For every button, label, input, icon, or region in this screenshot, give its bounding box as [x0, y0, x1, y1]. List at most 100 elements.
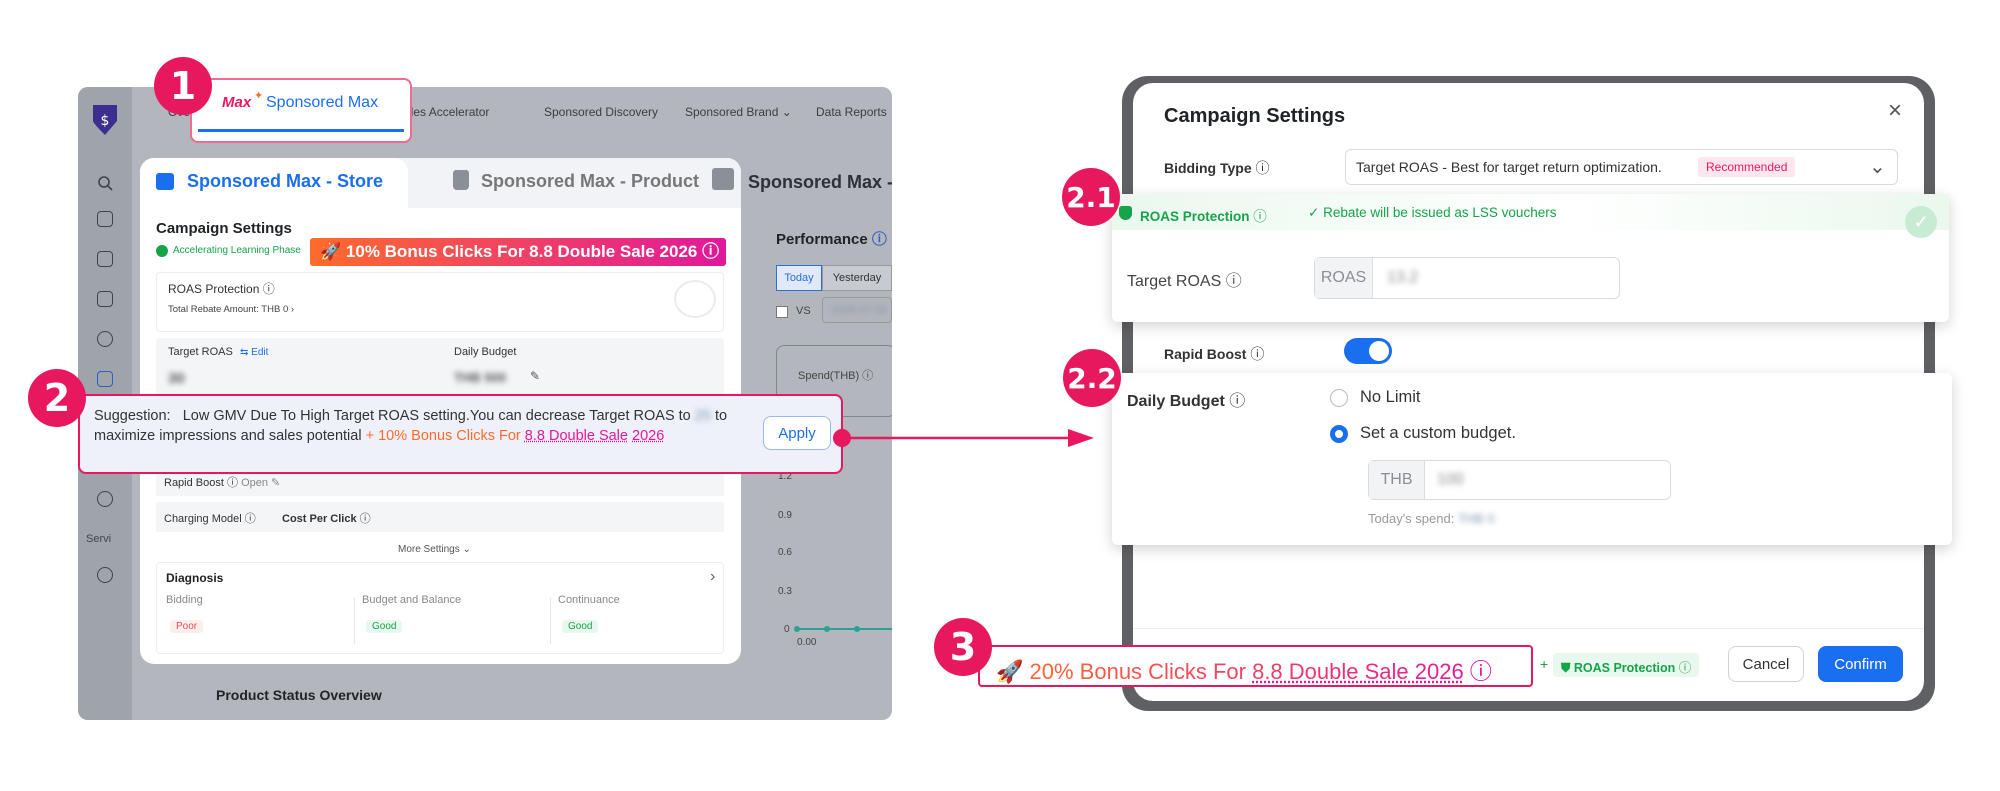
- suggestion-bonus-year[interactable]: 2026: [632, 428, 665, 444]
- y-tick: 1.2: [778, 471, 792, 482]
- toggle-knob: [1369, 341, 1389, 361]
- daily-budget-value: THB 500: [454, 370, 507, 385]
- today-button[interactable]: Today: [776, 265, 822, 291]
- svg-text:$: $: [101, 113, 110, 129]
- learning-phase-label: Accelerating Learning Phase: [173, 245, 301, 256]
- store-icon[interactable]: [97, 211, 113, 227]
- bonus-clicks-text: 🚀 20% Bonus Clicks For 8.8 Double Sale 2…: [996, 654, 1492, 686]
- finance-icon[interactable]: [97, 491, 113, 507]
- confirm-button[interactable]: Confirm: [1818, 646, 1903, 682]
- tab-product[interactable]: Sponsored Max - Product: [481, 171, 700, 191]
- topnav-sponsored-discovery[interactable]: Sponsored Discovery: [544, 105, 659, 119]
- target-roas-value: 30: [168, 370, 185, 387]
- search-icon[interactable]: [97, 175, 113, 191]
- info-icon: ⓘ: [1229, 393, 1246, 410]
- tab-store[interactable]: Sponsored Max - Store: [140, 158, 408, 208]
- suggestion-prefix: Suggestion:: [94, 408, 171, 424]
- info-icon: ⓘ: [1225, 273, 1242, 290]
- info-icon: ⓘ: [1250, 346, 1265, 362]
- info-icon: ⓘ: [1253, 209, 1267, 224]
- roas-protection-tag: ⛊ ROAS Protection ⓘ: [1553, 653, 1700, 677]
- bonus-banner-text: 10% Bonus Clicks For 8.8 Double Sale 202…: [345, 242, 698, 261]
- chart-point: [824, 626, 830, 632]
- target-roas-text: Target ROAS: [1127, 273, 1222, 290]
- tab-store-label: Sponsored Max - Store: [187, 171, 384, 191]
- charging-model-label: Charging Model ⓘ: [164, 510, 256, 526]
- suggestion-bonus-link[interactable]: 8.8 Double Sale: [524, 428, 628, 444]
- orders-icon[interactable]: [97, 251, 113, 267]
- more-settings-toggle[interactable]: More Settings ⌄: [398, 544, 471, 555]
- rapid-boost-toggle[interactable]: [1344, 338, 1392, 364]
- roas-protection-label: ROAS Protection ⓘ: [168, 280, 275, 297]
- roas-protection-check-icon[interactable]: ✓: [1905, 206, 1937, 238]
- modal-title: Campaign Settings: [1164, 105, 1346, 127]
- x-tick: 0.00: [797, 637, 817, 648]
- suggestion-body: Low GMV Due To High Target ROAS setting.…: [182, 408, 691, 424]
- roas-protection-text: ROAS Protection: [1140, 209, 1250, 224]
- diag-budget-label: Budget and Balance: [362, 594, 462, 606]
- vs-checkbox[interactable]: [776, 306, 788, 318]
- bidding-type-select[interactable]: Target ROAS - Best for target return opt…: [1345, 149, 1898, 185]
- target-roas-label: Target ROAS ⓘ: [1127, 267, 1242, 291]
- info-icon: ⓘ: [359, 513, 371, 525]
- chevron-right-icon[interactable]: ›: [710, 568, 716, 585]
- performance-title: Performance ⓘ: [776, 228, 887, 249]
- diagnosis-card[interactable]: [156, 562, 724, 654]
- campaign-settings-title: Campaign Settings: [156, 220, 292, 237]
- bonus-clicks-banner[interactable]: 🚀 20% Bonus Clicks For 8.8 Double Sale 2…: [978, 645, 1533, 687]
- apply-button[interactable]: Apply: [763, 416, 831, 450]
- y-tick: 0.9: [778, 510, 792, 521]
- no-limit-label: No Limit: [1360, 388, 1421, 406]
- cancel-button[interactable]: Cancel: [1728, 646, 1804, 682]
- compare-date-input[interactable]: 2026-07-30: [822, 297, 892, 323]
- recommended-tag: Recommended: [1698, 157, 1796, 177]
- chart-line: [796, 628, 892, 630]
- pencil-icon[interactable]: ✎: [530, 369, 541, 383]
- products-icon[interactable]: [97, 291, 113, 307]
- bag-icon: [453, 170, 469, 190]
- sponsored-max-tab-popup[interactable]: Max ✦ Sponsored Max: [190, 78, 412, 143]
- charging-model-value-text: Cost Per Click: [282, 513, 357, 525]
- info-icon: ⓘ: [262, 282, 275, 296]
- close-icon[interactable]: ×: [1888, 97, 1903, 124]
- spend-text: Spend(THB): [798, 370, 860, 382]
- rapid-boost-text: Rapid Boost: [164, 477, 224, 489]
- topnav-sponsored-brand[interactable]: Sponsored Brand ⌄: [685, 105, 792, 119]
- todays-spend-label: Today's spend:: [1368, 511, 1455, 526]
- topnav-sponsored-brand-label: Sponsored Brand: [685, 105, 779, 119]
- no-limit-radio[interactable]: [1330, 389, 1348, 407]
- bonus-banner[interactable]: 🚀 10% Bonus Clicks For 8.8 Double Sale 2…: [310, 238, 726, 266]
- suggestion-bonus: + 10% Bonus Clicks For: [365, 428, 521, 444]
- plus-sign: +: [1540, 656, 1549, 672]
- budget-input[interactable]: THB 100: [1368, 460, 1671, 500]
- help-icon[interactable]: [97, 567, 113, 583]
- charging-model-value: Cost Per Click ⓘ: [282, 510, 371, 526]
- roas-protection-card: ROAS Protection ⓘ ✓ Rebate will be issue…: [1112, 194, 1949, 322]
- info-icon: ⓘ: [702, 242, 720, 261]
- analytics-icon[interactable]: [97, 331, 113, 347]
- roas-protection-title: ROAS Protection ⓘ: [1140, 205, 1267, 225]
- service-label: Servi: [86, 533, 112, 545]
- rapid-boost-text: Rapid Boost: [1164, 346, 1247, 362]
- yesterday-button[interactable]: Yesterday: [822, 265, 892, 291]
- tab-next-clipped[interactable]: Sponsored Max - N: [748, 172, 892, 192]
- daily-budget-label: Daily Budget ⓘ: [1127, 387, 1245, 411]
- info-icon: ⓘ: [862, 370, 874, 382]
- roas-protection-row: [156, 272, 724, 332]
- rocket-icon: 🚀: [320, 242, 342, 261]
- topnav-data-reports[interactable]: Data Reports: [816, 105, 887, 119]
- daily-budget-text: Daily Budget: [1127, 393, 1225, 410]
- topnav-sales-accelerator[interactable]: Sales Accelerator: [396, 105, 490, 119]
- bidding-type-text: Bidding Type: [1164, 160, 1252, 176]
- check-icon: ✓: [1308, 205, 1320, 220]
- marketing-icon[interactable]: [97, 371, 113, 387]
- bonus-link[interactable]: 8.8 Double Sale 2026: [1252, 659, 1464, 684]
- pencil-icon[interactable]: ✎: [271, 477, 281, 489]
- chevron-down-icon: ⌄: [781, 105, 792, 119]
- target-roas-input[interactable]: ROAS 13.2: [1314, 257, 1620, 299]
- spend-label: Spend(THB) ⓘ: [798, 367, 873, 383]
- todays-spend: Today's spend: THB 0: [1368, 511, 1495, 526]
- custom-budget-radio[interactable]: [1330, 425, 1348, 443]
- total-rebate[interactable]: Total Rebate Amount: THB 0 ›: [168, 304, 294, 315]
- edit-link[interactable]: ⇆ Edit: [240, 347, 268, 358]
